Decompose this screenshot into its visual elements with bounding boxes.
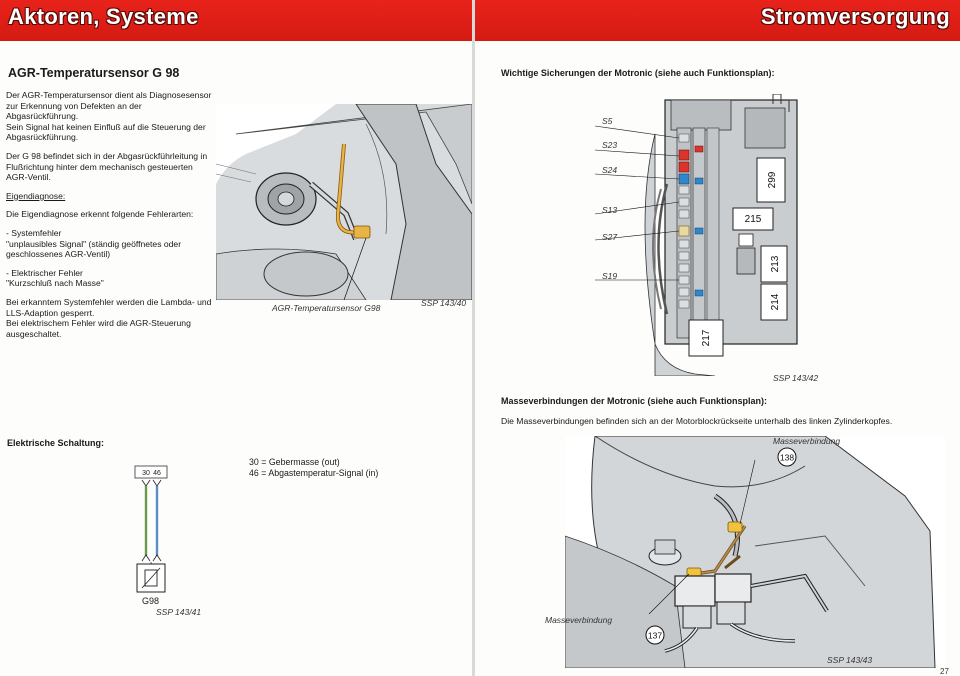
relay-215-label: 215 (745, 214, 762, 225)
result-paragraph-1: Bei erkanntem Systemfehler werden die La… (6, 296, 212, 318)
circuit-heading: Elektrische Schaltung: (7, 438, 105, 448)
fuse-s13 (678, 197, 690, 207)
legend-desc: = Gebermasse (out) (261, 457, 340, 467)
circuit-pin-a-label: 30 (142, 470, 150, 477)
relay-214-label: 214 (770, 293, 781, 310)
circuit-legend-row-2: 46 = Abgastemperatur-Signal (in) (249, 468, 378, 479)
ground-number-138: 138 (780, 453, 794, 463)
legend-pin: 30 (249, 457, 259, 467)
ground-connection-drawing: 138 137 (565, 436, 945, 668)
relay-299-label: 299 (767, 171, 778, 188)
right-page: Stromversorgung Wichtige Sicherungen der… (475, 0, 960, 676)
ground-figure-ref: SSP 143/43 (827, 655, 873, 665)
fuse-column (676, 127, 720, 339)
page-number: 27 (940, 667, 949, 676)
diagnosis-intro: Die Eigendiagnose erkennt folgende Fehle… (6, 209, 194, 220)
circuit-pin-b-label: 46 (153, 470, 161, 477)
fuse-s24 (678, 173, 690, 185)
fuse-s19 (678, 275, 690, 285)
fuse-s23 (678, 149, 690, 161)
legend-desc: = Abgastemperatur-Signal (in) (261, 468, 379, 478)
fault-2-title: - Elektrischer Fehler (6, 267, 83, 278)
fuse-label-s24: S24 (602, 165, 618, 175)
ground-description: Die Masseverbindungen befinden sich an d… (501, 416, 893, 426)
fuse-label-s27: S27 (602, 232, 618, 242)
circuit-figure-ref: SSP 143/41 (156, 607, 202, 617)
ground-heading: Masseverbindungen der Motronic (siehe au… (501, 396, 768, 406)
fuses-heading: Wichtige Sicherungen der Motronic (siehe… (501, 68, 775, 78)
fault-1-detail: "unplausibles Signal" (ständig geöffnete… (6, 238, 182, 260)
legend-pin: 46 (249, 468, 259, 478)
diagnosis-heading: Eigendiagnose: (6, 190, 66, 201)
fuse-s27 (678, 225, 690, 237)
circuit-diagram: 30 46 (120, 462, 190, 600)
ground-label-bottom: Masseverbindung (545, 615, 613, 625)
ground-number-137: 137 (648, 631, 662, 641)
relay-213-label: 213 (770, 255, 781, 272)
right-banner-title: Stromversorgung (760, 4, 950, 29)
sensor-description: Der AGR-Temperatursensor dient als Diagn… (6, 90, 214, 339)
relay-217-label: 217 (701, 329, 712, 346)
intro-paragraph-1: Der AGR-Temperatursensor dient als Diagn… (6, 90, 212, 122)
fuse-label-s23: S23 (602, 140, 618, 150)
ground-label-top: Masseverbindung (773, 436, 841, 446)
left-banner: Aktoren, Systeme (0, 0, 472, 41)
install-paragraph: Der G 98 befindet sich in der Abgasrückf… (6, 150, 208, 183)
circuit-component-label: G98 (142, 596, 160, 606)
fuse-label-s13: S13 (602, 205, 618, 215)
fuse-figure-ref: SSP 143/42 (773, 373, 819, 383)
book-spine (472, 0, 475, 676)
right-banner: Stromversorgung (475, 0, 960, 41)
left-banner-title: Aktoren, Systeme (8, 4, 199, 29)
section-title: AGR-Temperatursensor G 98 (8, 66, 180, 80)
fuse-label-s19: S19 (602, 271, 618, 281)
intro-paragraph-2: Sein Signal hat keinen Einfluß auf die S… (6, 121, 206, 143)
left-page: Aktoren, Systeme AGR-Temperatursensor G … (0, 0, 472, 676)
result-paragraph-2: Bei elektrischem Fehler wird die AGR-Ste… (6, 318, 191, 339)
fuse-label-s5: S5 (602, 116, 613, 126)
sensor-figure-ref: SSP 143/40 (421, 298, 467, 308)
sensor-figure-label: AGR-Temperatursensor G98 (272, 303, 381, 313)
circuit-legend-row-1: 30 = Gebermasse (out) (249, 457, 340, 468)
fault-2-detail: "Kurzschluß nach Masse" (6, 278, 104, 289)
fuse-box-drawing: 299 215 213 214 217 (595, 94, 805, 376)
sensor-installation-drawing (216, 104, 472, 300)
fault-1-title: - Systemfehler (6, 227, 62, 238)
